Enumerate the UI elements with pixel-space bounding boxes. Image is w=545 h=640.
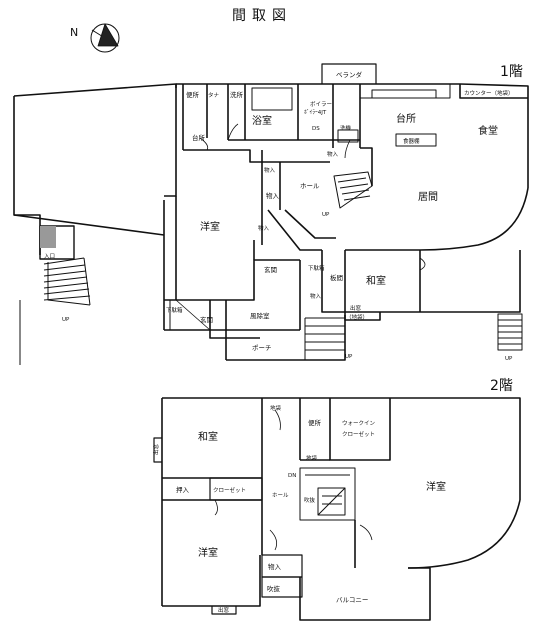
page-title: 間取図: [232, 8, 292, 24]
japanese1-label: 和室: [366, 274, 386, 287]
geta-box-label: 下駄箱: [308, 264, 325, 272]
wind-room-label: 風除室: [250, 311, 270, 320]
oshiire-label: 押入: [176, 485, 190, 494]
window-left-label: 出窓: [152, 443, 160, 455]
genkan2-label: 玄関: [200, 315, 213, 324]
window-ji-label: 出窓: [350, 304, 362, 312]
closet-label: クローゼット: [213, 486, 246, 494]
boiler-label: ボイラー: [310, 100, 332, 108]
cupboard-label: 食器棚: [403, 137, 420, 145]
window-bottom-label: 出窓: [218, 606, 230, 614]
genkan-label: 玄関: [264, 265, 277, 274]
washing-label: 洗機: [340, 124, 352, 132]
floor2-label: 2階: [490, 378, 513, 394]
counter-label: カウンター（地袋）: [464, 89, 514, 97]
kitchen-left-label: 台所: [192, 133, 206, 142]
compass: [90, 23, 120, 53]
floor1-label: 1階: [500, 64, 523, 80]
floor1-walls: [13, 63, 529, 365]
storage1-label: 物入: [264, 166, 276, 174]
walkin2-label: クローゼット: [342, 430, 375, 438]
geta-box2-label: 下駄箱: [166, 306, 183, 314]
toilet1-label: 便所: [186, 90, 200, 99]
tana-label: タナ: [208, 91, 220, 99]
balcony-label: バルコニー: [336, 596, 368, 604]
jibukuro2-label: 地袋: [306, 454, 318, 462]
western-right-label: 洋室: [426, 480, 446, 493]
stair-bottom-label: 吹抜: [304, 496, 316, 504]
boiler-sub-label: ﾎﾞｲﾗｰ4JT: [304, 109, 327, 116]
porch-up-label: UP: [345, 354, 353, 360]
right-up-label: UP: [505, 356, 513, 362]
living-label: 居間: [418, 191, 438, 203]
kitchen-right-label: 台所: [396, 112, 416, 125]
door-swings: [199, 123, 426, 551]
hall2-label: ホール: [272, 492, 289, 499]
storage4-label: 物入: [258, 224, 270, 232]
storage2-label: 物入: [266, 191, 280, 200]
entrance-small-label: 入口: [44, 253, 55, 260]
japanese2-label: 和室: [198, 430, 218, 443]
western-left-label: 洋室: [198, 546, 218, 559]
ds-label: DS: [312, 126, 320, 132]
hall1-label: ホール: [300, 182, 320, 190]
jibukuro-label: 地袋: [270, 404, 282, 412]
left-up-label: UP: [62, 317, 70, 323]
western1-label: 洋室: [200, 220, 220, 233]
veranda-label: ベランダ: [336, 70, 363, 79]
fukinuke-label: 吹抜: [267, 584, 281, 593]
floor2-walls: [153, 397, 521, 621]
washroom-label: 洗所: [230, 90, 244, 99]
toilet2-label: 便所: [308, 418, 322, 427]
dining-label: 食堂: [478, 124, 498, 137]
porch-label: ポーチ: [252, 344, 272, 352]
storage3-label: 物入: [327, 150, 339, 158]
window-ji-sub-label: （地袋）: [346, 313, 368, 321]
storage2f-label: 物入: [268, 562, 282, 571]
compass-label: N: [70, 26, 78, 39]
walkin-label: ウォークイン: [342, 419, 376, 427]
up-stair-label: UP: [322, 212, 330, 218]
labels: 間取図 N 1階 2階 ベランダ 便所 洗所 タナ 浴室 ボイラー ﾎﾞｲﾗｰ4…: [44, 8, 523, 614]
shelf-label: 板間: [330, 273, 343, 282]
storage5-label: 物入: [310, 292, 322, 300]
bath-label: 浴室: [252, 114, 272, 127]
down-label: DN: [288, 473, 296, 479]
